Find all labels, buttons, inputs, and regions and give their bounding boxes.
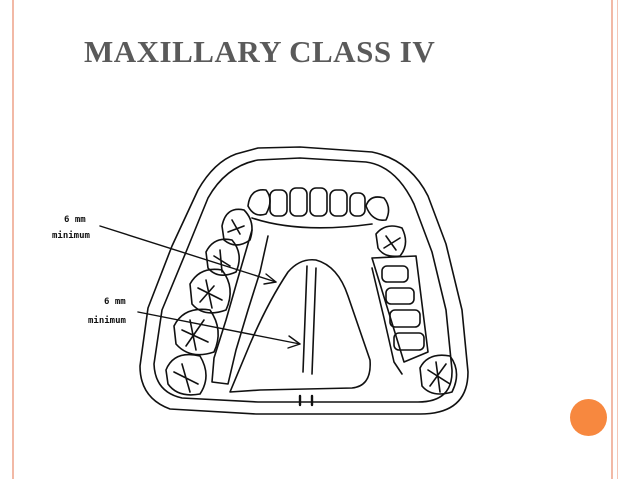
pointer-arrowhead-bottom [287,335,301,349]
tooth-replacement [381,265,409,283]
tooth-premolar [205,238,240,276]
tooth-incisor [289,187,308,217]
pointer-arrowhead-top [263,273,277,285]
pointer-line-bottom [137,311,301,345]
tooth-incisor [329,189,348,217]
tooth-incisor [349,192,366,217]
palate-midline-left [302,265,308,373]
tooth-replacement [389,309,421,328]
tooth-incisor [269,189,288,217]
tooth-molar [189,268,231,314]
tooth-molar [173,308,219,356]
left-flange [211,229,269,385]
label-top-line1: 6 mm [64,215,86,225]
pointer-line-top [99,225,277,283]
palate-outline [229,258,371,393]
denture-base-outer [139,146,469,415]
accent-circle [570,399,607,436]
tooth-premolar [375,225,407,258]
tooth-premolar [221,208,253,246]
label-bottom-line2: minimum [88,315,127,326]
tooth-incisor [309,187,328,217]
right-bar-connector [371,267,403,375]
tooth-canine [365,196,390,222]
right-saddle [371,255,429,363]
maxillary-arch-diagram: 6 mm minimum 6 mm minimum [52,146,469,415]
palate-midline-right [311,267,317,375]
right-border-rule [611,0,613,479]
anterior-arch-line [251,217,373,229]
label-top-line2: minimum [52,230,91,241]
tooth-canine [247,189,271,216]
label-bottom-line1: 6 mm [104,297,126,307]
left-border-rule [12,0,14,479]
denture-base-inner [153,157,453,403]
tooth-replacement [393,332,425,351]
tooth-molar [165,353,207,396]
tooth-molar [419,354,458,395]
right-border-rule-inner [617,0,618,479]
tooth-replacement [385,287,415,305]
slide-title: MAXILLARY CLASS IV [84,34,436,69]
